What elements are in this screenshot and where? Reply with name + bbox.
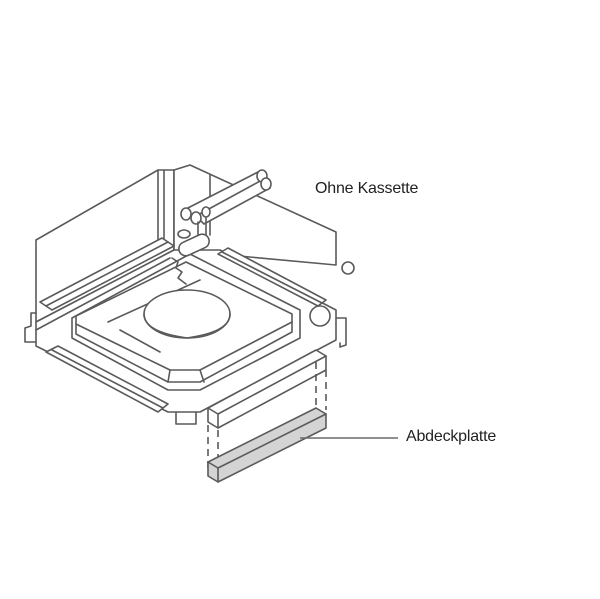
left-mount-bracket (24, 312, 37, 343)
right-mount-bracket (335, 317, 347, 348)
label-without-cassette: Ohne Kassette (315, 180, 419, 197)
inner-recess (71, 253, 301, 391)
fan-disc (143, 289, 231, 339)
label-cover-plate: Abdeckplatte (406, 428, 497, 445)
cover-plate (207, 407, 327, 483)
side-knob (341, 261, 355, 275)
connector-clip (171, 229, 210, 285)
drain-port (309, 305, 331, 327)
bottom-tab (175, 411, 197, 425)
refrigerant-pipes (180, 169, 272, 241)
